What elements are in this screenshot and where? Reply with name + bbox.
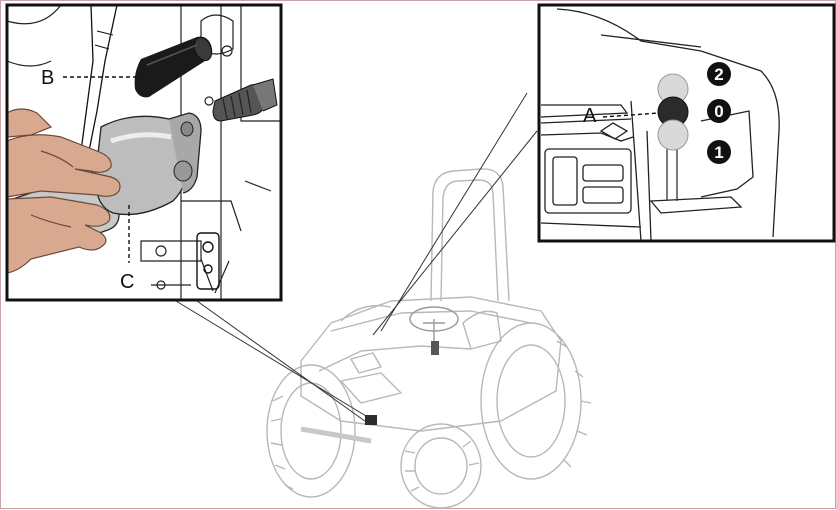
label-a: A xyxy=(583,105,597,127)
badge-2-text: 2 xyxy=(714,65,723,84)
pto-detail-callout xyxy=(7,5,281,300)
label-b: B xyxy=(41,67,54,89)
badge-1-text: 1 xyxy=(714,143,723,162)
lever-marker-cab xyxy=(431,341,439,355)
badge-0: 0 xyxy=(707,99,731,123)
badge-1: 1 xyxy=(707,140,731,164)
label-c: C xyxy=(120,271,134,293)
knob-position-1 xyxy=(658,120,688,150)
badge-2: 2 xyxy=(707,62,731,86)
badge-0-text: 0 xyxy=(714,102,723,121)
